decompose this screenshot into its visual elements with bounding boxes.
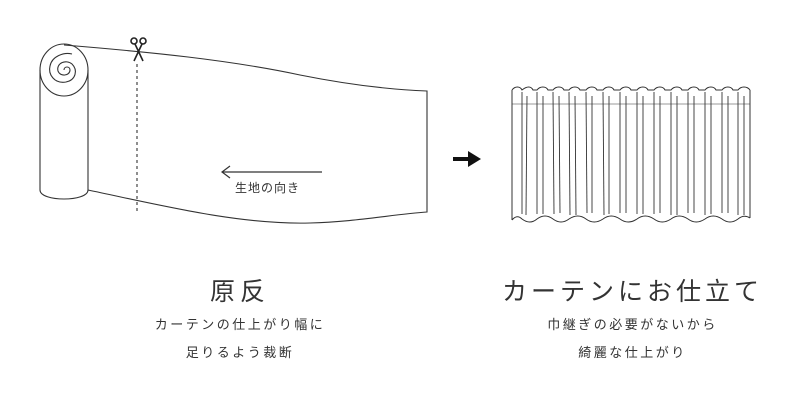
right-desc-line-2: 綺麗な仕上がり [578,346,687,361]
left-desc-line-1: カーテンの仕上がり幅に [154,318,326,333]
right-title: カーテンにお仕立て [501,277,763,306]
curtain-header [511,86,751,91]
roll-top [39,43,89,97]
curtain-pleats [521,91,745,216]
left-desc-line-2: 足りるよう裁断 [185,346,295,361]
right-description: 巾継ぎの必要がないから 綺麗な仕上がり [500,312,765,368]
arrow-right-icon [453,151,481,167]
curtain-hem [511,215,751,223]
fabric-roll [39,43,428,224]
fabric-direction-label: 生地の向き [235,180,300,195]
roll-body [39,70,89,200]
left-description: カーテンの仕上がり幅に 足りるよう裁断 [110,312,370,368]
right-desc-line-1: 巾継ぎの必要がないから [547,318,718,333]
curtain-illustration [511,86,751,223]
roll-spiral [49,52,76,83]
left-title: 原反 [209,277,270,306]
fabric-sheet [63,44,428,224]
scissors-icon [130,37,147,62]
arrow-left-icon [221,165,322,179]
